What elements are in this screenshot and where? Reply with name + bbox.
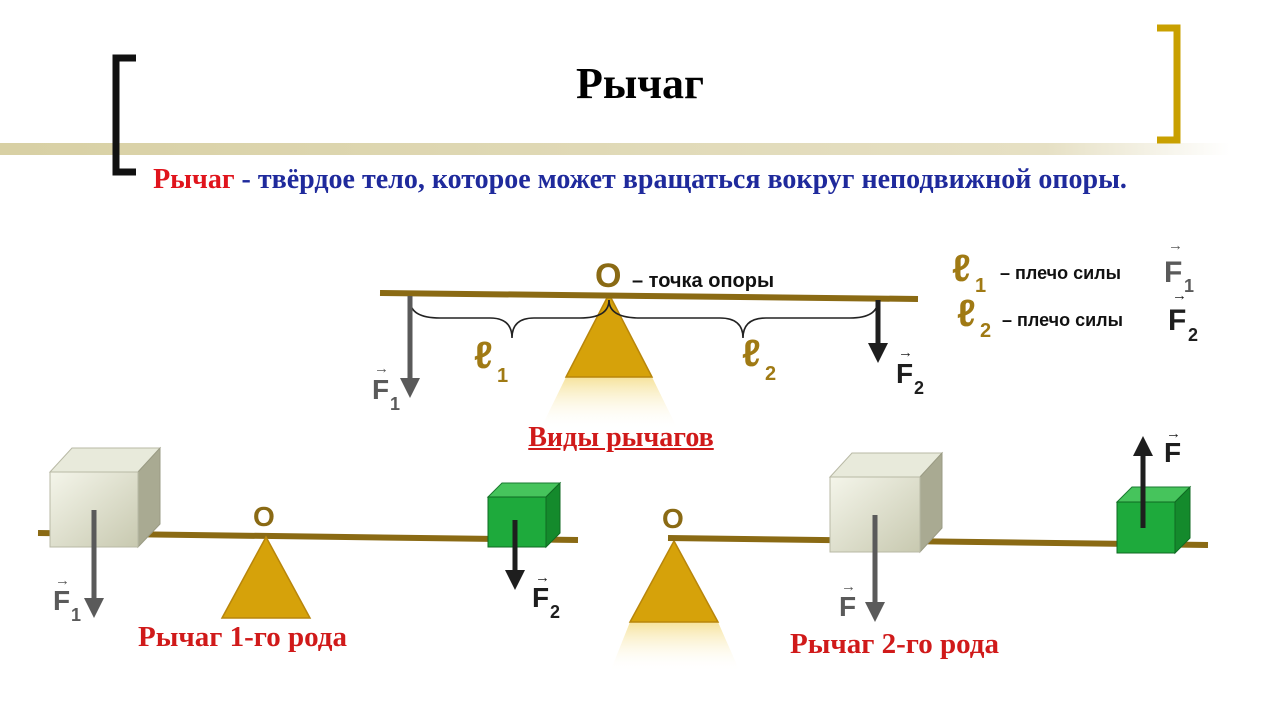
lever1-force1-vector-mark: → xyxy=(55,572,70,589)
lever1-green-box xyxy=(486,481,562,549)
lever-types-heading: Виды рычагов xyxy=(528,422,714,453)
legend-arm2-symbol: ℓ xyxy=(957,293,976,335)
legend-arm1-symbol: ℓ xyxy=(952,248,971,290)
lever1-force1-label: F xyxy=(53,585,70,616)
left-bracket xyxy=(112,54,136,176)
arm2-brace xyxy=(608,299,879,339)
arm1-brace xyxy=(409,299,610,339)
main-lever-bar xyxy=(379,290,919,302)
legend-arm1-sub: 1 xyxy=(975,275,986,297)
force1-sub: 1 xyxy=(390,394,400,414)
fulcrum-glow xyxy=(540,377,678,430)
lever2-caption: Рычаг 2-го рода xyxy=(790,628,999,660)
legend-arm1-text: – плечо силы xyxy=(1000,263,1121,283)
force2-vector-mark: → xyxy=(898,344,913,361)
lever1-force2-vector-mark: → xyxy=(535,569,550,586)
lever2-fulcrum-glow xyxy=(610,622,740,672)
lever2-fulcrum xyxy=(628,539,720,623)
lever1-fulcrum xyxy=(220,535,312,619)
lever1-force2-label: F xyxy=(532,582,549,613)
force1-label: F xyxy=(372,374,389,405)
lever2-pivot-letter: O xyxy=(662,503,684,534)
legend-arm2-text: – плечо силы xyxy=(1002,310,1123,330)
lever1-caption: Рычаг 1-го рода xyxy=(138,621,347,653)
arm2-label: ℓ xyxy=(742,333,761,375)
main-pivot-label: – точка опоры xyxy=(632,270,774,292)
header-band xyxy=(0,143,1230,155)
definition-term: Рычаг xyxy=(153,164,235,195)
lever1-diagram: O → F 1 → F 2 xyxy=(37,446,579,625)
arm1-label: ℓ xyxy=(474,335,493,377)
force1-vector-mark: → xyxy=(374,360,389,377)
lever2-load-box xyxy=(828,451,944,554)
lever2-force-down-vector-mark: → xyxy=(841,578,856,595)
legend-force2: F xyxy=(1168,304,1186,337)
force2-sub: 2 xyxy=(914,378,924,398)
lever1-force2-sub: 2 xyxy=(550,602,560,622)
main-fulcrum xyxy=(564,292,654,378)
lever1-load-box xyxy=(48,446,162,549)
main-pivot-letter: O xyxy=(595,257,621,295)
legend-force1: F xyxy=(1164,256,1182,289)
lever2-diagram: O → F → F xyxy=(610,425,1209,672)
lever2-force-up-vector-mark: → xyxy=(1166,425,1181,442)
definition-text: - твёрдое тело, которое может вращаться … xyxy=(234,164,1127,195)
legend-force2-vector-mark: → xyxy=(1172,287,1187,304)
lever1-pivot-letter: O xyxy=(253,501,275,532)
main-lever-diagram: O – точка опоры ℓ 1 ℓ 2 → F 1 → F 2 xyxy=(372,257,924,430)
legend-force1-vector-mark: → xyxy=(1168,237,1183,254)
lever2-force-up-label: F xyxy=(1164,437,1181,468)
page-title: Рычаг xyxy=(575,59,705,108)
lever2-green-box xyxy=(1115,485,1192,555)
lever2-force-down-label: F xyxy=(839,591,856,622)
legend-force1-sub: 1 xyxy=(1184,276,1194,296)
arm1-sub: 1 xyxy=(497,365,508,387)
arm2-sub: 2 xyxy=(765,363,776,385)
lever1-force1-sub: 1 xyxy=(71,605,81,625)
definition: Рычаг - твёрдое тело, которое может вращ… xyxy=(120,164,1160,196)
force2-label: F xyxy=(896,358,913,389)
legend-arm2-sub: 2 xyxy=(980,320,991,342)
legend: ℓ 1 – плечо силы → F 1 ℓ 2 – плечо силы … xyxy=(952,237,1198,345)
legend-force2-sub: 2 xyxy=(1188,325,1198,345)
right-bracket xyxy=(1157,24,1181,144)
